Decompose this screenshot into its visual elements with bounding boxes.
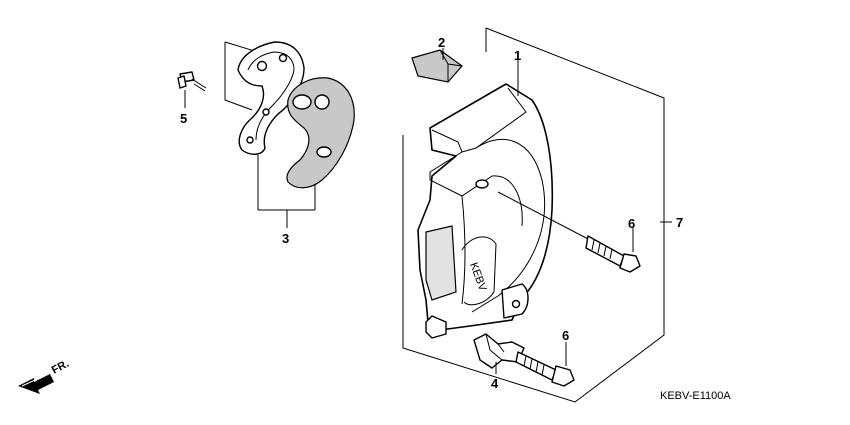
diagram-code: KEBV-E1100A [660,390,731,402]
callout-1: 1 [514,48,521,63]
main-cover-1: KEBV [417,83,554,339]
rubber-damper [286,77,355,189]
lower-clip-4 [473,333,525,374]
bolt-6-lower [515,342,575,387]
callout-6-upper: 6 [628,216,635,231]
bolt-6-upper [497,191,641,273]
callout-7: 7 [676,215,683,230]
flange-bolt-5 [177,71,207,108]
cushion-2 [411,48,463,83]
callout-6-lower: 6 [562,328,569,343]
direction-label: FR. [50,358,71,377]
callout-2: 2 [438,35,445,50]
callout-3: 3 [282,231,289,246]
assembly-bracket-7 [402,27,672,403]
callout-4: 4 [491,376,499,391]
front-direction-arrow-icon [18,373,54,394]
setting-plate [237,41,305,155]
callout-5: 5 [180,111,187,126]
